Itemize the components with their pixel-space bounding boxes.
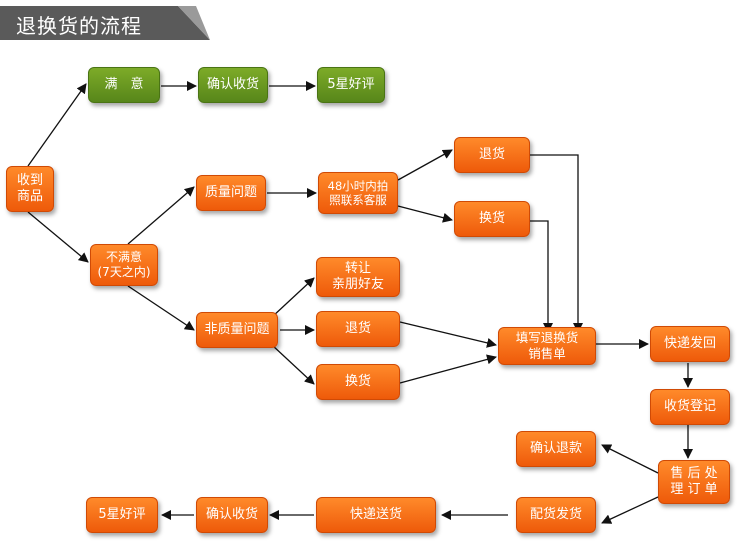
node-return-mid: 退货 [316, 311, 400, 347]
arrow-unsatisfied-nonquality [127, 285, 195, 331]
node-five-star-top-label: 5星好评 [327, 76, 375, 92]
node-satisfied-label: 满 意 [104, 76, 144, 92]
title-banner: 退换货的流程 [0, 6, 210, 40]
node-exchange-top-label: 换货 [478, 210, 505, 226]
node-express-send: 快递送货 [316, 497, 436, 533]
node-non-quality-issue: 非质量问题 [196, 312, 278, 348]
node-five-star-top: 5星好评 [317, 67, 385, 103]
node-confirm-receipt-top-label: 确认收货 [206, 76, 259, 92]
node-confirm-refund-label: 确认退款 [529, 440, 582, 456]
node-delivery-label: 配货发货 [529, 506, 582, 522]
node-exchange-mid: 换货 [316, 364, 400, 400]
arrow-nonquality-transfer [271, 277, 315, 318]
node-contact-service: 48小时内拍 照联系客服 [318, 172, 398, 214]
node-transfer-friends: 转让 亲朋好友 [316, 257, 400, 297]
page-title: 退换货的流程 [16, 14, 142, 38]
node-unsatisfied-label: 不满意 (7天之内) [97, 250, 151, 279]
arrow-aftersales-delivery [601, 496, 659, 524]
title-banner-shape [0, 6, 210, 40]
node-unsatisfied: 不满意 (7天之内) [90, 244, 158, 286]
node-return-mid-label: 退货 [344, 320, 371, 336]
node-after-sales-label: 售 后 处 理 订 单 [670, 465, 718, 497]
node-receive-goods: 收到 商品 [6, 166, 54, 212]
arrow-contact-exchange [397, 205, 453, 223]
arrow-unsatisfied-quality [127, 186, 195, 245]
arrow-return-fill [530, 154, 583, 333]
node-transfer-friends-label: 转让 亲朋好友 [331, 260, 384, 292]
node-receive-goods-label: 收到 商品 [16, 172, 43, 204]
node-exchange-mid-label: 换货 [344, 373, 371, 389]
node-receipt-register: 收货登记 [650, 389, 730, 425]
node-contact-service-label: 48小时内拍 照联系客服 [327, 178, 389, 207]
node-fill-form: 填写退换货 销售单 [498, 327, 596, 365]
node-after-sales: 售 后 处 理 订 单 [658, 460, 730, 504]
arrow-exchangemid-fill [399, 354, 497, 384]
arrow-nonquality-exchange [271, 344, 315, 385]
arrow-contact-return [397, 149, 453, 181]
node-confirm-refund: 确认退款 [516, 431, 596, 467]
node-five-star-bottom: 5星好评 [86, 497, 158, 533]
node-express-return-label: 快递发回 [663, 335, 716, 351]
node-express-return: 快递发回 [650, 326, 730, 362]
node-express-send-label: 快递送货 [349, 506, 402, 522]
node-return-top: 退货 [454, 137, 530, 173]
arrow-aftersales-refund [601, 444, 659, 474]
node-exchange-top: 换货 [454, 201, 530, 237]
node-satisfied: 满 意 [88, 67, 160, 103]
node-receipt-register-label: 收货登记 [663, 398, 716, 414]
arrow-returnmid-fill [399, 321, 497, 348]
node-return-top-label: 退货 [478, 146, 505, 162]
node-non-quality-issue-label: 非质量问题 [204, 321, 270, 337]
node-fill-form-label: 填写退换货 销售单 [515, 330, 579, 361]
node-quality-issue: 质量问题 [196, 175, 266, 211]
arrow-receive-satisfied [27, 83, 87, 167]
arrow-receive-unsatisfied [27, 211, 89, 263]
node-confirm-receipt-bottom-label: 确认收货 [205, 506, 258, 522]
arrow-exchange-fill [530, 220, 553, 333]
node-five-star-bottom-label: 5星好评 [98, 506, 146, 522]
node-quality-issue-label: 质量问题 [204, 184, 257, 200]
node-confirm-receipt-bottom: 确认收货 [196, 497, 268, 533]
node-delivery: 配货发货 [516, 497, 596, 533]
node-confirm-receipt-top: 确认收货 [198, 67, 268, 103]
